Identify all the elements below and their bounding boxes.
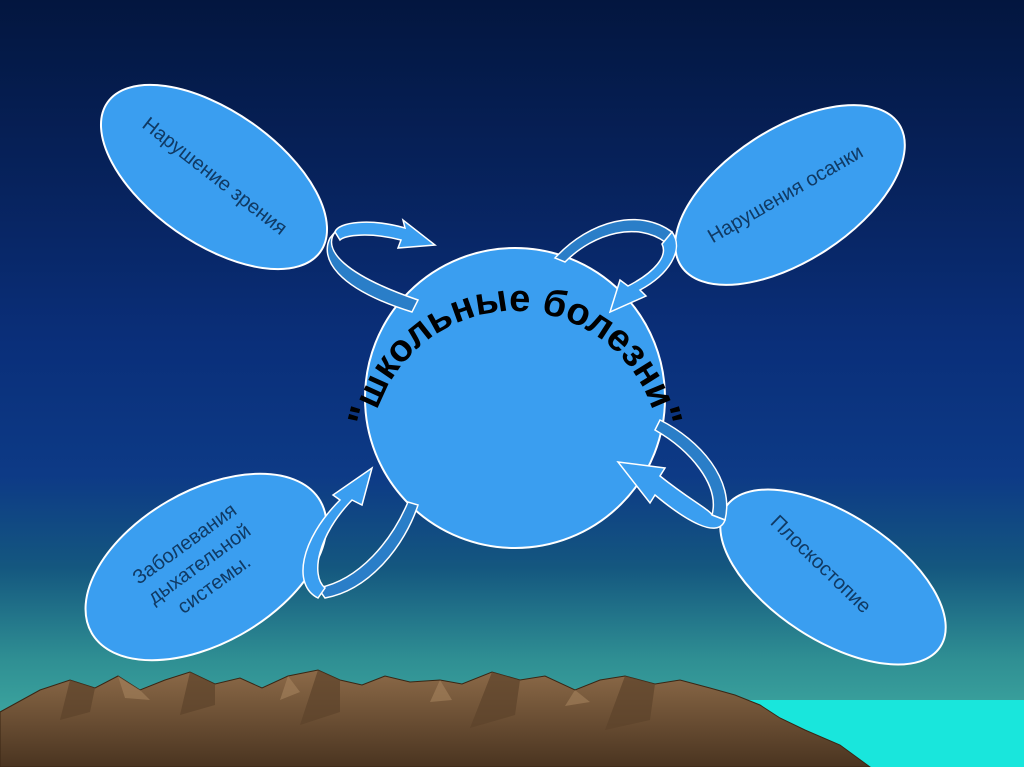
node-vision-ellipse [99, 83, 329, 271]
arrow-vision-to-center [326, 218, 437, 313]
node-posture-ellipse [674, 104, 906, 286]
arrow-respiratory-to-center [302, 466, 419, 599]
arrow-center-to-flatfoot [616, 418, 728, 529]
center-circle [364, 247, 666, 549]
mountains [0, 669, 871, 767]
node-respiratory-ellipse [84, 472, 328, 662]
arrow-posture-to-center [553, 218, 678, 314]
